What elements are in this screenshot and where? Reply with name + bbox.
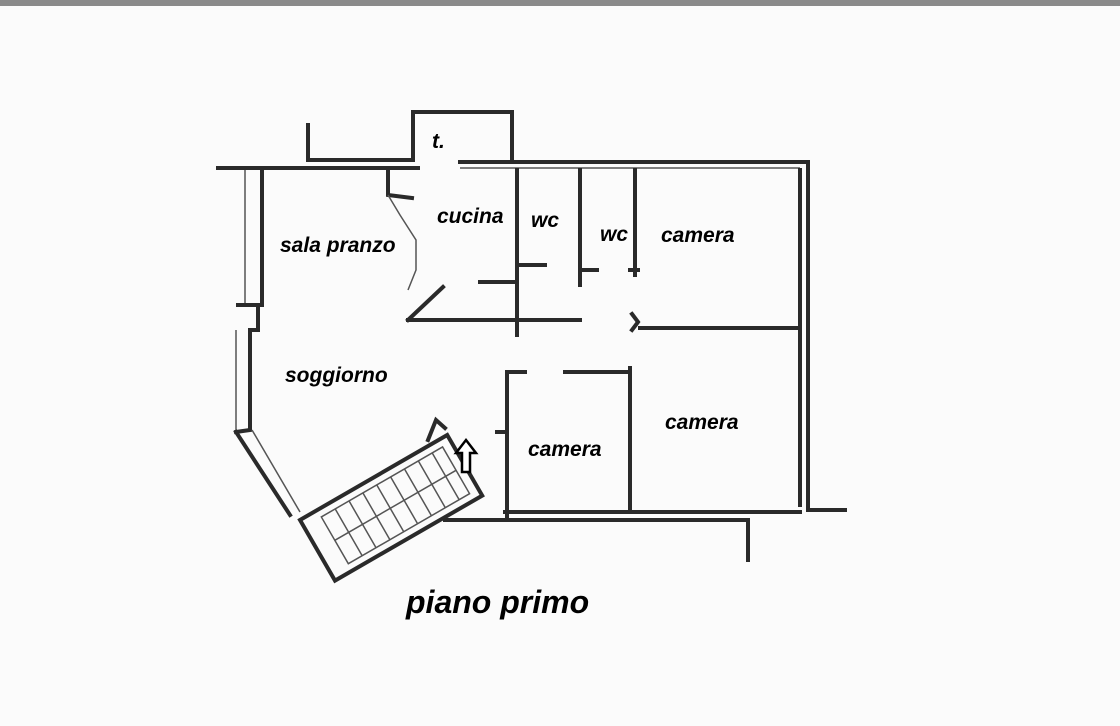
room-label-wc: wc (531, 209, 560, 232)
top-bar (0, 0, 1120, 6)
plan-title: piano primo (406, 584, 590, 620)
room-label-kitchen: cucina (437, 205, 504, 228)
room-label-dining: sala pranzo (280, 234, 396, 257)
room-label-bedroom: camera (665, 411, 739, 434)
arrow-up-icon (453, 437, 479, 474)
room-label-bedroom: camera (528, 438, 602, 461)
staircase (297, 432, 485, 584)
room-label-living: soggiorno (285, 364, 388, 387)
room-label-bedroom: camera (661, 224, 735, 247)
room-label-wc: wc (600, 223, 629, 246)
room-label-terrace: t. (432, 130, 445, 153)
walls (216, 110, 847, 584)
